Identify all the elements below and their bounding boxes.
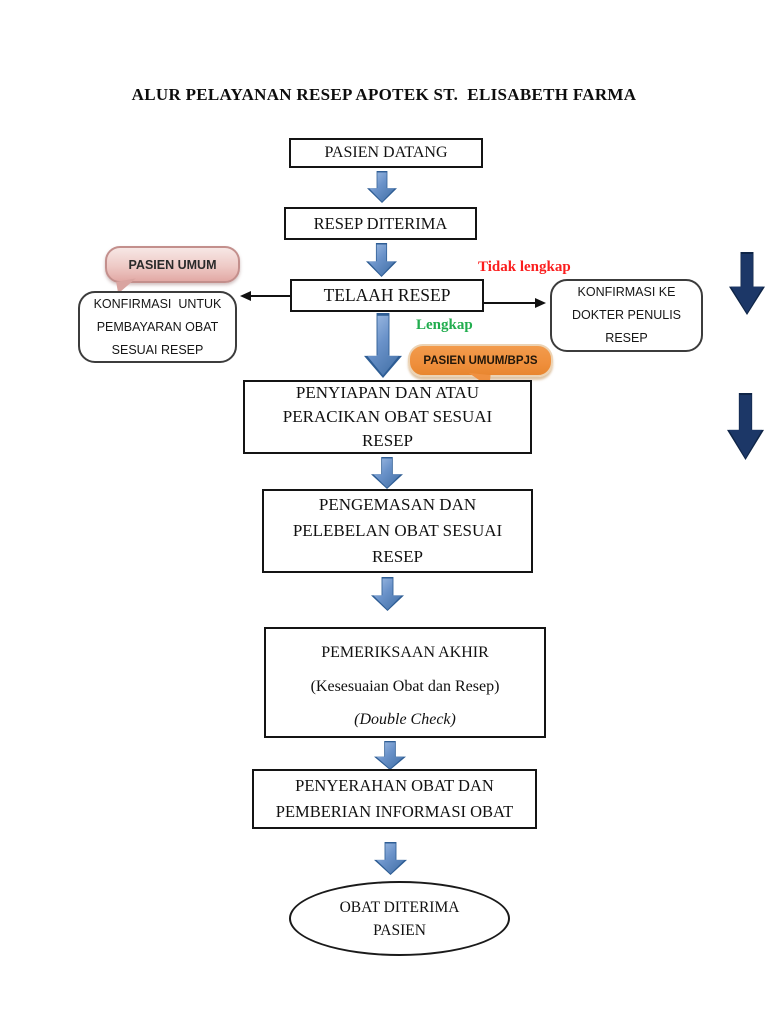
label-tidak-lengkap: Tidak lengkap xyxy=(478,259,571,275)
pemeriksaan-line3: (Double Check) xyxy=(354,711,456,728)
flow-arrow-down-icon xyxy=(371,577,404,611)
page-title: ALUR PELAYANAN RESEP APOTEK ST. ELISABET… xyxy=(131,85,637,104)
flow-arrow-down-icon xyxy=(367,171,397,203)
connector-line-right xyxy=(484,302,536,304)
pemeriksaan-line2: (Kesesuaian Obat dan Resep) xyxy=(310,678,500,695)
node-pemeriksaan: PEMERIKSAAN AKHIR (Kesesuaian Obat dan R… xyxy=(264,627,546,738)
pemeriksaan-line1: PEMERIKSAAN AKHIR xyxy=(321,644,489,661)
node-konfirmasi-dokter: KONFIRMASI KE DOKTER PENULIS RESEP xyxy=(550,279,703,352)
connector-line-left xyxy=(249,295,290,297)
node-resep-diterima: RESEP DITERIMA xyxy=(284,207,477,240)
node-penyerahan: PENYERAHAN OBAT DAN PEMBERIAN INFORMASI … xyxy=(252,769,537,829)
node-pasien-datang: PASIEN DATANG xyxy=(289,138,483,168)
side-arrow-down-icon xyxy=(727,393,764,460)
arrow-right-icon xyxy=(535,298,546,308)
node-konfirmasi-pembayaran: KONFIRMASI UNTUK PEMBAYARAN OBAT SESUAI … xyxy=(78,291,237,363)
flow-arrow-down-icon xyxy=(366,243,397,277)
callout-pasien-umum-bpjs: PASIEN UMUM/BPJS xyxy=(408,344,553,377)
side-arrow-down-icon xyxy=(729,252,765,315)
node-pengemasan: PENGEMASAN DAN PELEBELAN OBAT SESUAI RES… xyxy=(262,489,533,573)
arrow-left-icon xyxy=(240,291,251,301)
label-lengkap: Lengkap xyxy=(416,317,473,333)
node-penyiapan: PENYIAPAN DAN ATAU PERACIKAN OBAT SESUAI… xyxy=(243,380,532,454)
node-obat-diterima: OBAT DITERIMA PASIEN xyxy=(289,881,510,956)
node-telaah-resep: TELAAH RESEP xyxy=(290,279,484,312)
callout-pasien-umum: PASIEN UMUM xyxy=(105,246,240,283)
flow-arrow-down-icon xyxy=(364,313,402,378)
flow-arrow-down-icon xyxy=(374,741,406,770)
flow-arrow-down-icon xyxy=(371,457,403,489)
flow-arrow-down-icon xyxy=(374,842,407,875)
